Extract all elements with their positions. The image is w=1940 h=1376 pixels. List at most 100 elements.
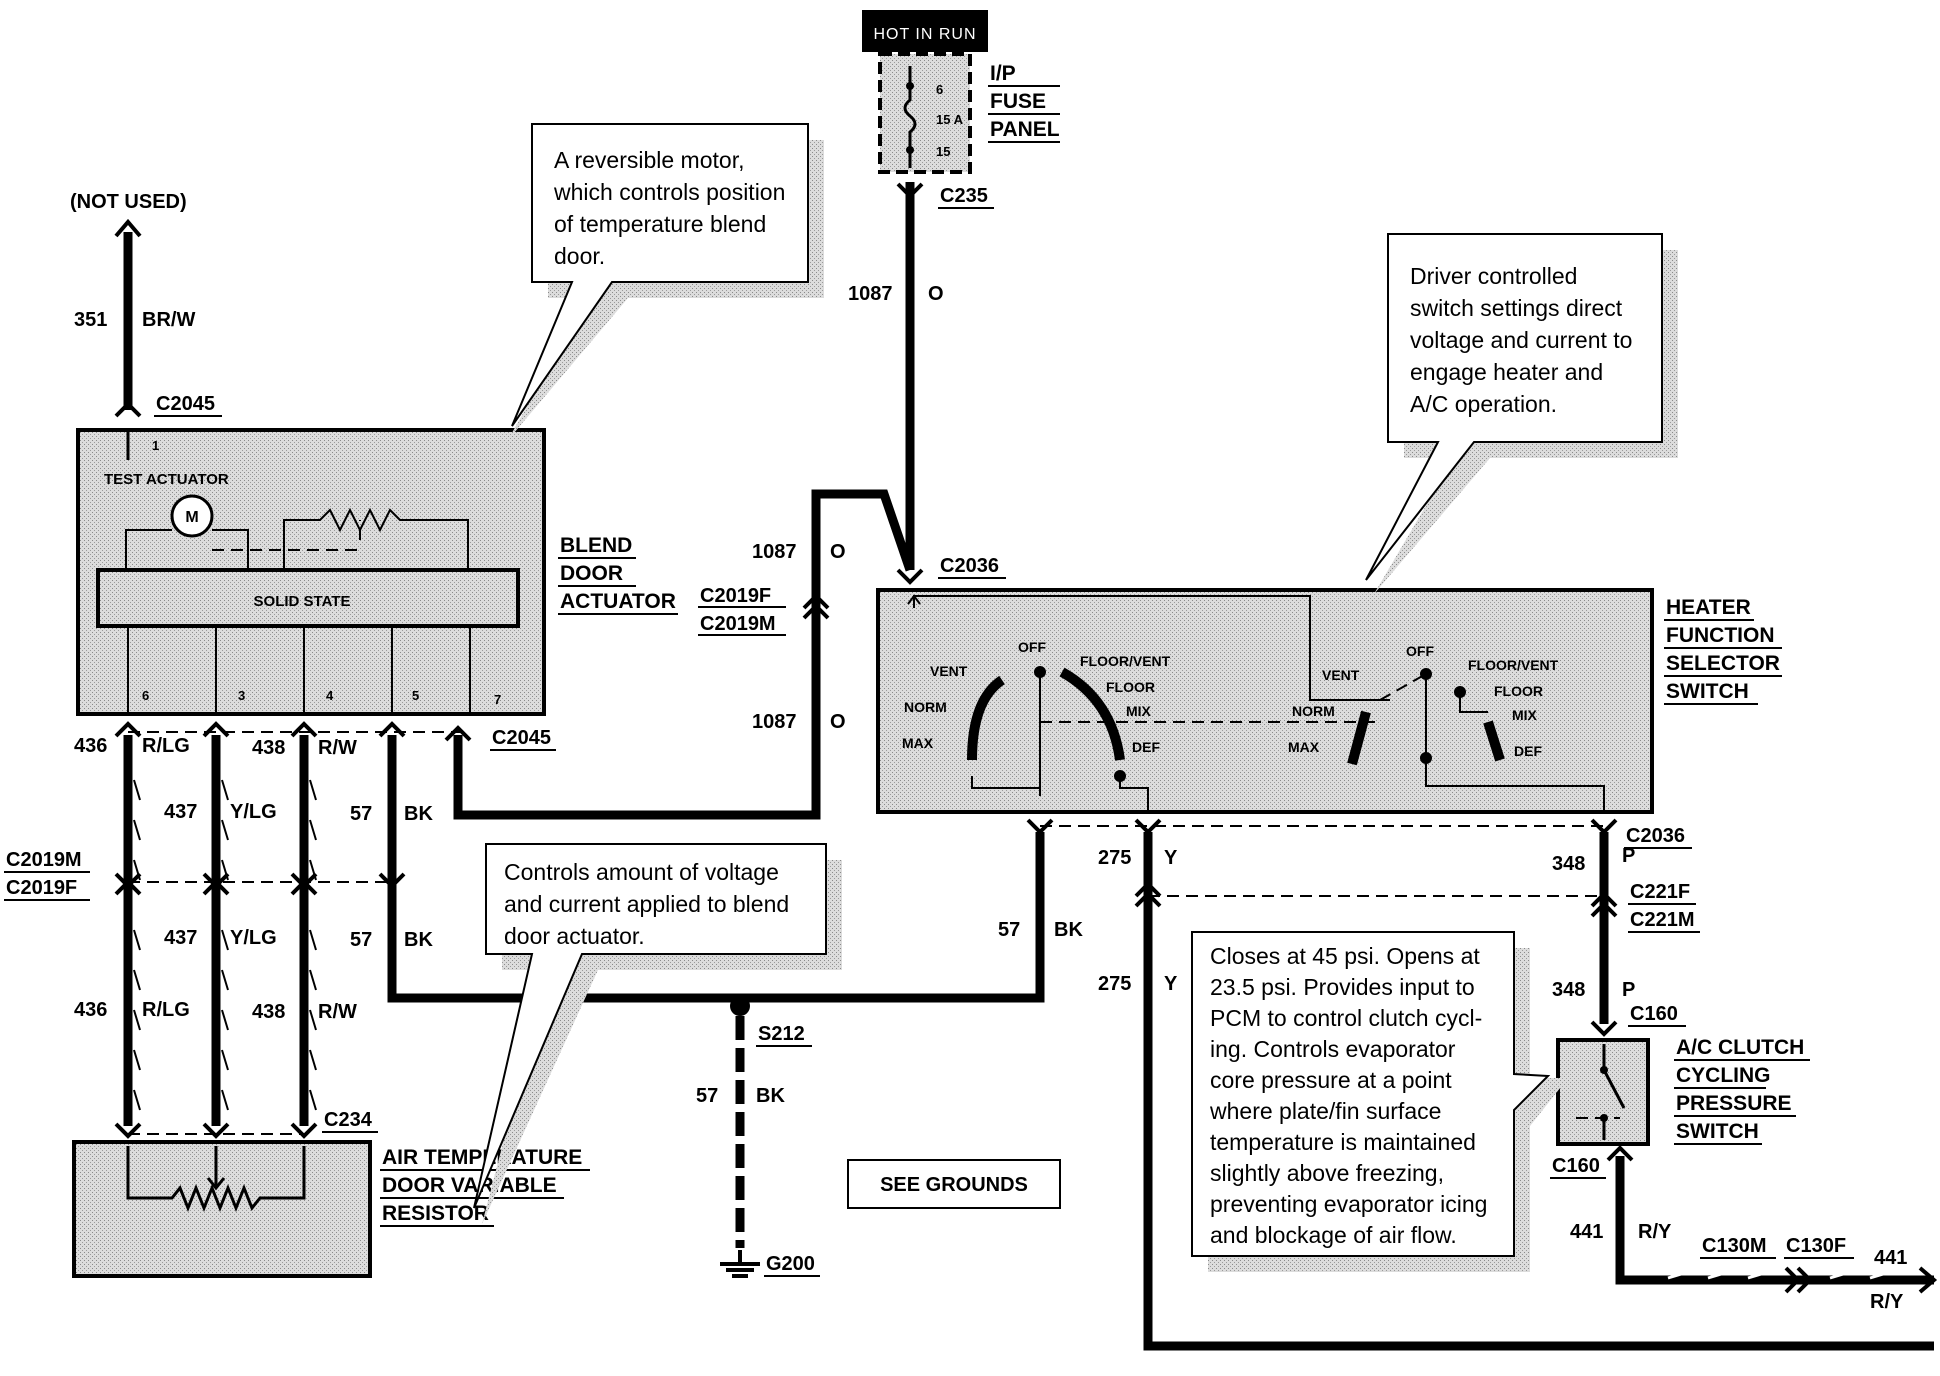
wire-1087-color-c: O <box>830 711 846 733</box>
connector-c2019m-b: C2019M <box>6 849 82 871</box>
note-motor: A reversible motor, which controls posit… <box>500 123 816 432</box>
actuator-pin-4: 4 <box>326 688 334 703</box>
wire-438-number-b: 438 <box>252 1001 285 1023</box>
fuse-terminal-bottom <box>906 146 914 154</box>
wire-275-color-b: Y <box>1164 973 1178 995</box>
hot-in-run-label: HOT IN RUN <box>873 26 976 43</box>
note-pressure-line-3: PCM to control clutch cycl- <box>1210 1005 1482 1031</box>
connector-c2036-top: C2036 <box>940 555 999 577</box>
actuator-pin-6: 6 <box>142 688 149 703</box>
switch-right-floor: FLOOR <box>1494 683 1543 699</box>
switch-right-arm-b <box>1483 720 1505 762</box>
splice-s212 <box>730 996 750 1016</box>
wire-351-color: BR/W <box>142 309 195 331</box>
connector-c130m: C130M <box>1702 1235 1766 1257</box>
ground-g200-label: G200 <box>766 1253 815 1275</box>
heater-switch-label-4: SWITCH <box>1666 680 1749 703</box>
clutch-switch-label-4: SWITCH <box>1676 1120 1759 1143</box>
switch-left-arc-b <box>1059 667 1125 761</box>
switch-left-norm: NORM <box>904 699 947 715</box>
heater-switch-label-2: FUNCTION <box>1666 624 1775 647</box>
wire-1087-color-a: O <box>928 283 944 305</box>
clutch-switch-label-2: CYCLING <box>1676 1064 1771 1087</box>
clutch-switch-label-1: A/C CLUTCH <box>1676 1036 1804 1059</box>
wire-1087-color-b: O <box>830 541 846 563</box>
fuse-number-bottom: 15 <box>936 144 950 159</box>
ground-g200-icon <box>720 1250 760 1278</box>
note-resistor-line-2: and current applied to blend <box>504 891 789 917</box>
wire-348-color-a: P <box>1622 845 1635 867</box>
connector-c2045-top: C2045 <box>156 393 215 415</box>
note-pressure-line-6: where plate/fin surface <box>1209 1098 1441 1124</box>
switch-right-def: DEF <box>1514 743 1542 759</box>
wire-437-number-a: 437 <box>164 801 197 823</box>
wire-57-number-a: 57 <box>350 803 372 825</box>
heater-switch-box <box>876 588 1654 814</box>
wire-275-color-a: Y <box>1164 847 1178 869</box>
switch-right-norm: NORM <box>1292 703 1335 719</box>
wire-441 <box>1615 1156 1934 1285</box>
note-pressure-line-9: preventing evaporator icing <box>1210 1191 1487 1217</box>
fuse-panel-box <box>878 52 972 174</box>
resistor-label-2: DOOR VARIABLE <box>382 1174 557 1197</box>
switch-left-floor: FLOOR <box>1106 679 1155 695</box>
note-pressure-line-1: Closes at 45 psi. Opens at <box>1210 943 1480 969</box>
blend-door-label-3: ACTUATOR <box>560 590 676 613</box>
air-temp-resistor-box <box>72 1140 372 1278</box>
wire-275 <box>1143 832 1934 1351</box>
not-used-label: (NOT USED) <box>70 191 187 213</box>
switch-right-floor-vent: FLOOR/VENT <box>1468 657 1559 673</box>
test-actuator-label: TEST ACTUATOR <box>104 471 229 488</box>
see-grounds-label: SEE GROUNDS <box>880 1174 1028 1196</box>
heater-switch-label-3: SELECTOR <box>1666 652 1780 675</box>
switch-left-mix: MIX <box>1126 703 1152 719</box>
note-pressure-line-7: temperature is maintained <box>1210 1129 1476 1155</box>
note-switch-line-3: voltage and current to <box>1410 327 1632 353</box>
wire-348-color-b: P <box>1622 979 1635 1001</box>
wire-441-number-b: 441 <box>1874 1247 1907 1269</box>
blend-door-label-1: BLEND <box>560 534 632 557</box>
connector-c234: C234 <box>324 1109 373 1131</box>
connector-c160-bottom: C160 <box>1552 1155 1600 1177</box>
connector-c221f: C221F <box>1630 881 1690 903</box>
solid-state-label: SOLID STATE <box>254 593 351 610</box>
fuse-rating: 15 A <box>936 112 964 127</box>
splice-s212-label: S212 <box>758 1023 805 1045</box>
wire-436-number-a: 436 <box>74 735 107 757</box>
connector-c130f: C130F <box>1786 1235 1846 1257</box>
note-pressure-line-2: 23.5 psi. Provides input to <box>1210 974 1475 1000</box>
connector-c2019m-a: C2019M <box>700 613 776 635</box>
note-motor-line-2: which controls position <box>553 179 785 205</box>
wire-57-number-c: 57 <box>696 1085 718 1107</box>
note-pressure-line-8: slightly above freezing, <box>1210 1160 1444 1186</box>
note-switch-line-2: switch settings direct <box>1410 295 1623 321</box>
connector-c2019f-a: C2019F <box>700 585 771 607</box>
wire-348-number-a: 348 <box>1552 853 1585 875</box>
actuator-pin-7: 7 <box>494 692 501 707</box>
resistor-label-3: RESISTOR <box>382 1202 489 1225</box>
note-motor-line-4: door. <box>554 243 605 269</box>
note-switch-line-5: A/C operation. <box>1410 391 1557 417</box>
wire-57-color-b: BK <box>404 929 433 951</box>
wire-275-number-a: 275 <box>1098 847 1131 869</box>
fuse-panel-label-1: I/P <box>990 62 1016 85</box>
wire-441-color-b: R/Y <box>1870 1291 1904 1313</box>
wire-57-number-b: 57 <box>350 929 372 951</box>
actuator-pin-5: 5 <box>412 688 419 703</box>
connector-c160-top: C160 <box>1630 1003 1678 1025</box>
switch-left-max: MAX <box>902 735 934 751</box>
note-pressure: Closes at 45 psi. Opens at 23.5 psi. Pro… <box>1191 931 1560 1264</box>
fuse-number-top: 6 <box>936 82 943 97</box>
wire-437-number-b: 437 <box>164 927 197 949</box>
note-switch: Driver controlled switch settings direct… <box>1365 233 1670 586</box>
wire-57-color-c: BK <box>756 1085 785 1107</box>
wire-437-color-a: Y/LG <box>230 801 277 823</box>
wire-1087-branch <box>453 489 915 820</box>
resistor-label-1: AIR TEMPERATURE <box>382 1146 582 1169</box>
motor-icon <box>170 494 214 538</box>
wire-1087-number-a: 1087 <box>848 283 893 305</box>
solid-state-module <box>96 568 520 628</box>
note-pressure-line-10: and blockage of air flow. <box>1210 1222 1457 1248</box>
switch-left-floor-vent: FLOOR/VENT <box>1080 653 1171 669</box>
note-motor-line-3: of temperature blend <box>554 211 766 237</box>
